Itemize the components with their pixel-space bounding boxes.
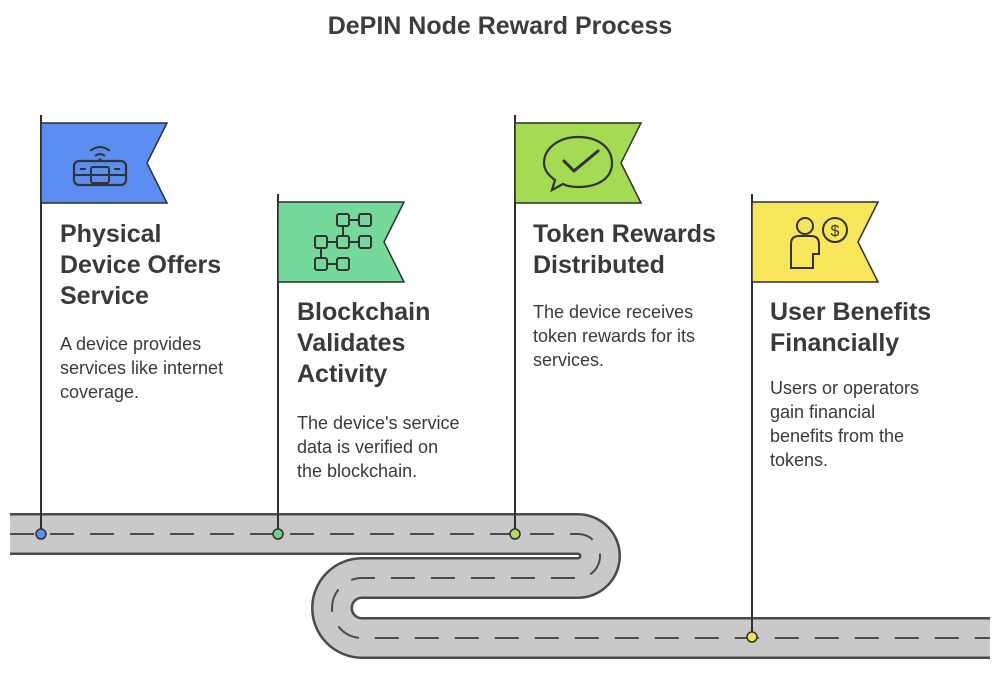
step-1-desc-line: A device provides: [60, 334, 202, 354]
step-1-title-line: Service: [60, 282, 149, 310]
step-1-description: A device provides services like internet…: [60, 332, 260, 404]
step-4-description: Users or operators gain financial benefi…: [770, 376, 970, 472]
step-1-road-marker: [35, 528, 47, 540]
user-dollar-icon: $: [790, 217, 848, 269]
step-3-desc-line: The device receives: [533, 302, 694, 322]
step-2-title-line: Activity: [297, 360, 388, 388]
step-2-road-marker: [272, 528, 284, 540]
step-3-road-marker: [509, 528, 521, 540]
step-4-desc-line: tokens.: [770, 450, 829, 470]
step-4-desc-line: Users or operators: [770, 378, 920, 398]
step-1-title-line: Device Offers: [60, 251, 222, 279]
step-3-title-line: Token Rewards: [533, 220, 716, 248]
road-center-line: [10, 533, 990, 639]
milestone-2: [272, 194, 406, 540]
step-4-title: User Benefits Financially: [770, 297, 980, 359]
road: [10, 513, 990, 659]
milestone-4: $: [746, 194, 880, 643]
step-4-road-marker: [746, 631, 758, 643]
step-4-title-line: Financially: [770, 329, 900, 357]
road-surface: [10, 515, 990, 657]
step-2-title-line: Blockchain: [297, 298, 431, 326]
svg-text:$: $: [831, 223, 840, 240]
step-2-title-line: Validates: [297, 329, 406, 357]
step-1-title: Physical Device Offers Service: [60, 219, 260, 312]
chat-check-icon: [542, 135, 614, 193]
milestone-1: [35, 115, 169, 540]
step-3-flag: [514, 122, 643, 204]
step-1-title-line: Physical: [60, 220, 162, 248]
step-4-desc-line: benefits from the: [770, 426, 905, 446]
step-2-desc-line: the blockchain.: [297, 461, 418, 481]
step-2-flag: [277, 201, 406, 283]
step-3-title-line: Distributed: [533, 251, 665, 279]
step-3-desc-line: services.: [533, 350, 605, 370]
step-1-desc-line: services like internet: [60, 358, 224, 378]
step-2-description: The device's service data is verified on…: [297, 411, 497, 483]
blockchain-icon: [314, 213, 372, 271]
step-4-flag: [751, 201, 880, 283]
page-title: DePIN Node Reward Process: [327, 12, 673, 40]
step-3-title: Token Rewards Distributed: [533, 219, 743, 281]
milestone-3: [509, 115, 643, 540]
step-2-title: Blockchain Validates Activity: [297, 297, 497, 390]
step-4-desc-line: gain financial: [770, 402, 876, 422]
router-icon: [72, 146, 128, 187]
step-2-desc-line: data is verified on: [297, 437, 439, 457]
step-2-desc-line: The device's service: [297, 413, 460, 433]
step-1-desc-line: coverage.: [60, 382, 140, 402]
step-3-description: The device receives token rewards for it…: [533, 300, 733, 372]
step-1-flag: [40, 122, 169, 204]
step-3-desc-line: token rewards for its: [533, 326, 696, 346]
step-4-title-line: User Benefits: [770, 298, 932, 326]
